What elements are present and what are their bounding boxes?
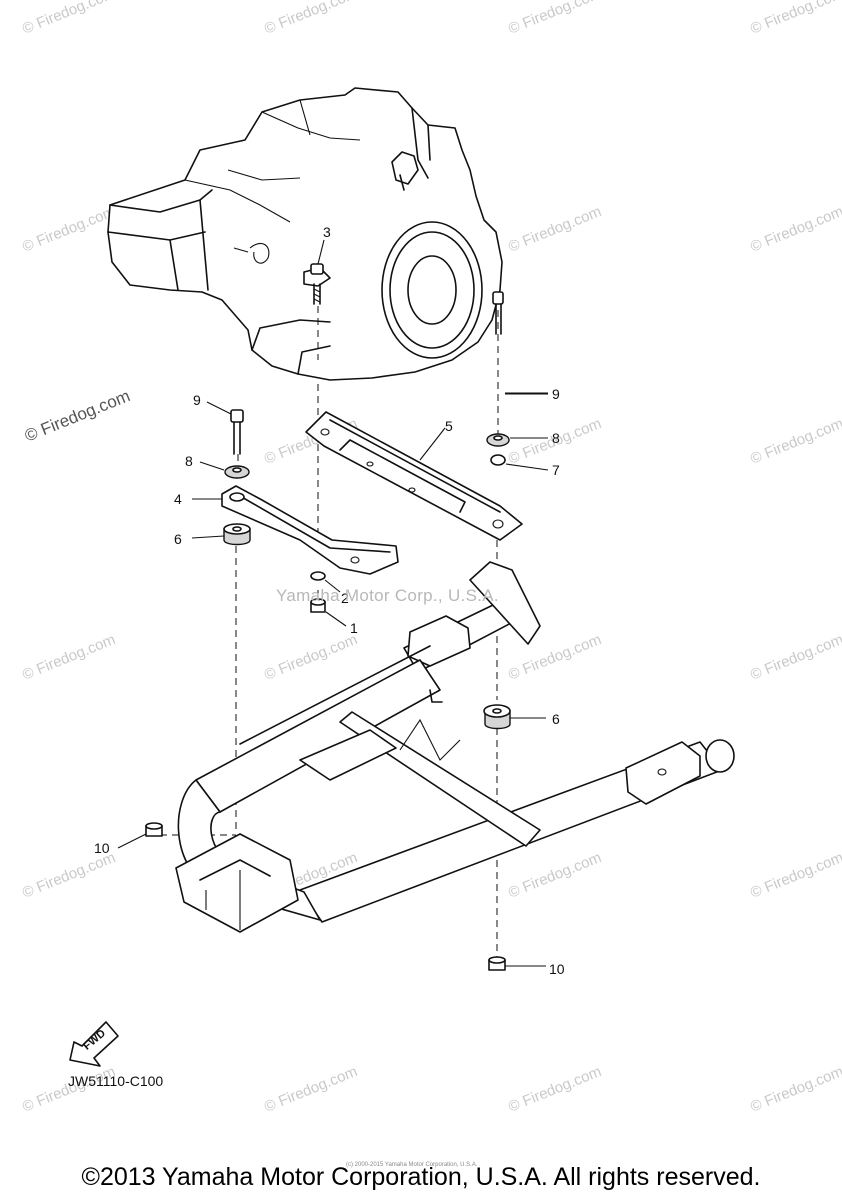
callout-8-left: 8: [185, 453, 193, 469]
part-9-bolt-right: [492, 291, 548, 395]
part-4-bracket: [192, 485, 399, 575]
copyright-notice: ©2013 Yamaha Motor Corporation, U.S.A. A…: [81, 1163, 761, 1191]
callout-8-right: 8: [552, 430, 560, 446]
frame-assembly: [175, 561, 735, 933]
center-watermark: Yamaha Motor Corp., U.S.A.: [276, 586, 499, 605]
small-print: (c) 2000-2015 Yamaha Motor Corporation, …: [346, 1162, 478, 1168]
part-10-nut-left: [117, 822, 163, 849]
part-6-damper-right: [483, 704, 546, 730]
callout-1: 1: [350, 620, 358, 636]
callout-2: 2: [341, 590, 349, 606]
part-3-bolt: [303, 239, 331, 305]
callout-3: 3: [323, 224, 331, 240]
part-1-nut: [310, 598, 347, 627]
callout-9-left: 9: [193, 392, 201, 408]
callout-10-left: 10: [94, 840, 110, 856]
forward-arrow-icon: [69, 1021, 119, 1067]
part-5-bracket: [305, 411, 523, 541]
part-8-washer-right: [486, 433, 548, 447]
callout-9-right: 9: [552, 386, 560, 402]
callout-7: 7: [552, 462, 560, 478]
callout-5: 5: [445, 418, 453, 434]
callout-4: 4: [174, 491, 182, 507]
part-7-nut: [490, 454, 549, 471]
engine-assembly: [107, 87, 503, 381]
part-2-collar: [310, 571, 341, 593]
diagram-code: JW51110-C100: [68, 1073, 164, 1089]
part-6-damper-left: [191, 523, 251, 546]
part-9-bolt-left: [206, 401, 244, 455]
callout-6-right: 6: [552, 711, 560, 727]
part-10-nut-right: [488, 956, 546, 971]
callout-10-right: 10: [549, 961, 565, 977]
callout-6-left: 6: [174, 531, 182, 547]
part-8-washer-left: [199, 461, 250, 479]
